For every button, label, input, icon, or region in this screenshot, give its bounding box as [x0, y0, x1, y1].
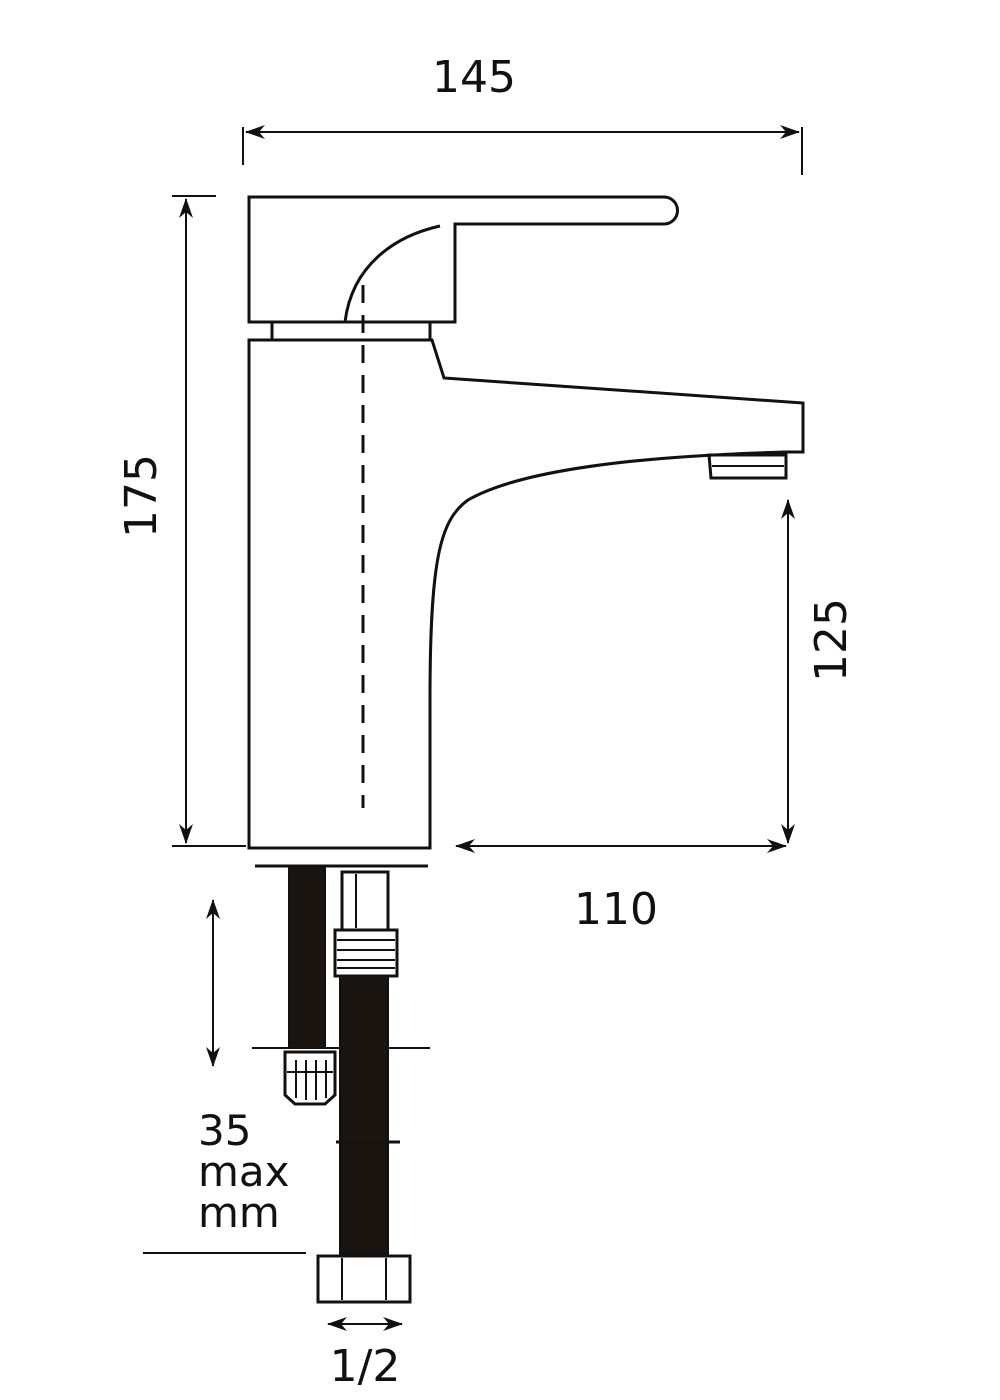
hose-nut: [316, 1254, 412, 1304]
dim-width-label: 145: [432, 52, 516, 103]
hose-crimp: [333, 928, 399, 978]
dim-thread-label: 1/2: [330, 1341, 401, 1392]
flexible-hose: [339, 975, 389, 1255]
mounting-note-line1: 35: [198, 1106, 251, 1155]
mounting-note-line2: max: [198, 1147, 290, 1196]
body-and-spout: [247, 338, 805, 850]
dimension-lines: [143, 125, 803, 1331]
dim-height-label: 175: [116, 454, 167, 538]
mounting-note-line3: mm: [198, 1188, 280, 1237]
dim-reach-label: 110: [574, 884, 658, 935]
supply-hoses: [283, 867, 412, 1304]
aerator: [707, 453, 788, 480]
hose-tube: [340, 870, 390, 932]
handle-lever: [247, 195, 679, 324]
mounting-stud: [288, 867, 326, 1049]
handle-curve: [343, 224, 441, 323]
dim-spout-height-label: 125: [806, 598, 857, 682]
stud-nut: [283, 1050, 337, 1106]
faucet-outline: [247, 195, 805, 868]
collar: [270, 320, 432, 342]
